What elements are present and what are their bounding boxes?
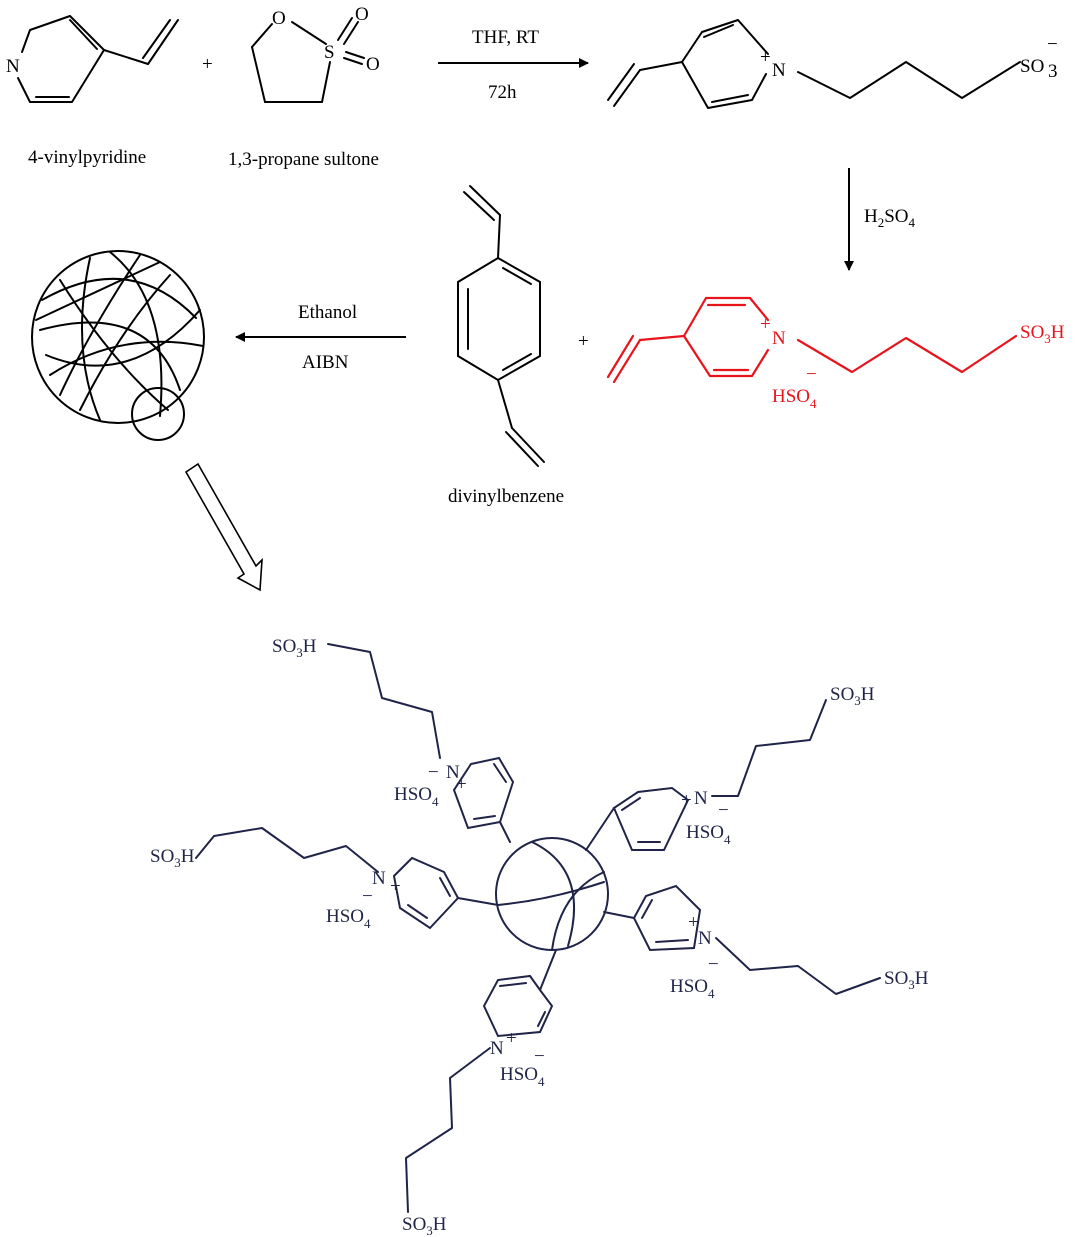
arm5-so3h: SO3H — [402, 1214, 447, 1237]
arm3-so3h: SO3H — [150, 846, 195, 870]
group-so3: SO — [1020, 56, 1044, 77]
atom-n: N — [6, 56, 20, 77]
charge-plus-red: + — [760, 314, 771, 335]
arm5-n: N — [490, 1038, 504, 1059]
vinylpyridine-molecule: N — [6, 15, 179, 103]
condition-72h: 72h — [488, 82, 517, 103]
charge-minus: − — [1047, 34, 1058, 55]
functionalized-polymer: N + SO3H HSO4 − N + SO3H HSO4 − N + SO3H… — [150, 636, 929, 1237]
arm4-minus: − — [708, 954, 719, 975]
zwitterion-molecule: N + SO 3 − — [607, 19, 1058, 109]
label-propane-sultone: 1,3-propane sultone — [228, 149, 379, 170]
arm3-hso4: HSO4 — [326, 906, 371, 931]
arm3-plus: + — [390, 876, 401, 897]
arm1-minus: − — [428, 762, 439, 783]
atom-o-right: O — [366, 54, 380, 75]
arm5-minus: − — [534, 1046, 545, 1067]
divinylbenzene-molecule — [457, 185, 545, 467]
counterion-hso4-red: HSO4 — [772, 386, 817, 411]
polymer-sphere — [31, 250, 205, 441]
arm4-so3h: SO3H — [884, 968, 929, 992]
condition-thf-rt: THF, RT — [472, 27, 539, 48]
atom-o-ring: O — [272, 8, 286, 29]
arm4-plus: + — [688, 912, 699, 933]
atom-n-plus-red: N — [772, 328, 786, 349]
ionic-liquid-monomer: N + SO3H HSO4 − — [606, 296, 1065, 411]
group-so3h-red: SO3H — [1020, 322, 1065, 346]
arm1-hso4: HSO4 — [394, 784, 439, 809]
atom-o-top: O — [355, 4, 369, 25]
arm2-so3h: SO3H — [830, 684, 875, 708]
arm4-n: N — [698, 928, 712, 949]
atom-s: S — [324, 42, 335, 63]
condition-ethanol: Ethanol — [298, 302, 357, 323]
arm2-hso4: HSO4 — [686, 822, 731, 847]
charge-minus-red: − — [806, 364, 817, 385]
condition-aibn: AIBN — [302, 352, 349, 373]
sub-3: 3 — [1048, 61, 1058, 82]
arm5-plus: + — [506, 1028, 517, 1049]
arm5-hso4: HSO4 — [500, 1064, 545, 1089]
arm3-n: N — [372, 868, 386, 889]
arm2-n: N — [694, 788, 708, 809]
atom-n-plus: N — [772, 60, 786, 81]
arm4-hso4: HSO4 — [670, 976, 715, 1001]
arm1-plus: + — [456, 774, 467, 795]
arm2-minus: − — [718, 800, 729, 821]
condition-h2so4: H2SO4 — [864, 206, 916, 230]
arm3-minus: − — [362, 886, 373, 907]
label-vinylpyridine: 4-vinylpyridine — [28, 147, 146, 168]
charge-plus: + — [760, 47, 771, 68]
plus-sign-1: + — [202, 54, 213, 75]
hollow-arrow-icon — [184, 462, 263, 592]
label-divinylbenzene: divinylbenzene — [448, 486, 564, 507]
arm1-n: N — [446, 762, 460, 783]
plus-sign-2: + — [578, 331, 589, 352]
arm1-so3h: SO3H — [272, 636, 317, 660]
arm2-plus: + — [681, 790, 692, 811]
propane-sultone-molecule: O S O O — [251, 4, 380, 103]
